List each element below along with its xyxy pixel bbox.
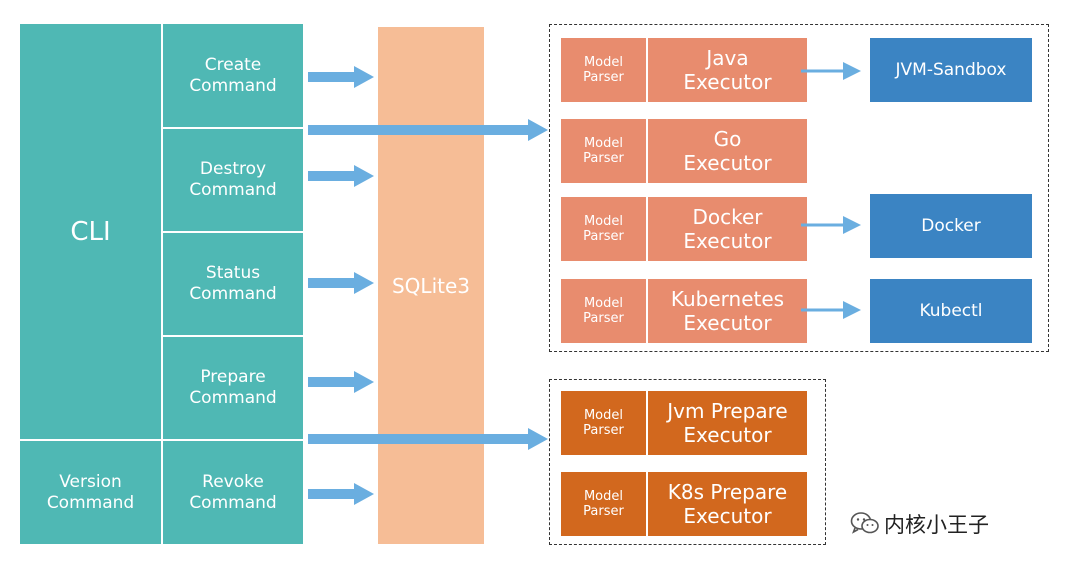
- create-command-label: Create Command: [189, 54, 277, 96]
- java-executor: Java Executor: [648, 38, 807, 102]
- docker-executor: Docker Executor: [648, 197, 807, 261]
- watermark: 内核小王子: [850, 508, 1065, 540]
- revoke-command: Revoke Command: [163, 441, 303, 544]
- arrow-create-to-sqlite: [308, 66, 374, 88]
- jvm-sandbox-target: JVM-Sandbox: [870, 38, 1032, 102]
- model-parser-go: Model Parser: [561, 119, 646, 183]
- arrow-prepare-to-sqlite: [308, 371, 374, 393]
- sqlite-label: SQLite3: [391, 273, 470, 298]
- jvm-prepare-executor: Jvm Prepare Executor: [648, 391, 807, 455]
- version-command: Version Command: [20, 441, 161, 544]
- kubernetes-executor: Kubernetes Executor: [648, 279, 807, 343]
- arrow-status-to-sqlite: [308, 272, 374, 294]
- status-command: Status Command: [163, 233, 303, 335]
- go-executor: Go Executor: [648, 119, 807, 183]
- arrow-to-prepare-group: [308, 428, 548, 450]
- revoke-command-label: Revoke Command: [189, 471, 277, 513]
- model-parser-jvm-prepare: Model Parser: [561, 391, 646, 455]
- wechat-icon: [850, 512, 879, 534]
- watermark-text: 内核小王子: [884, 513, 989, 537]
- model-parser-kubernetes: Model Parser: [561, 279, 646, 343]
- arrow-destroy-to-sqlite: [308, 165, 374, 187]
- destroy-command-label: Destroy Command: [189, 159, 277, 200]
- arrow-to-executor-group: [308, 119, 548, 141]
- kubectl-target: Kubectl: [870, 279, 1032, 343]
- prepare-executor-group: [549, 379, 826, 545]
- model-parser-k8s-prepare: Model Parser: [561, 472, 646, 536]
- model-parser-docker: Model Parser: [561, 197, 646, 261]
- k8s-prepare-executor: K8s Prepare Executor: [648, 472, 807, 536]
- prepare-command-label: Prepare Command: [189, 367, 277, 408]
- model-parser-java: Model Parser: [561, 38, 646, 102]
- cli-label: CLI: [70, 216, 111, 247]
- prepare-command: Prepare Command: [163, 337, 303, 439]
- docker-target: Docker: [870, 194, 1032, 258]
- status-command-label: Status Command: [189, 263, 277, 304]
- version-command-label: Version Command: [46, 471, 135, 513]
- sqlite-store: SQLite3: [378, 27, 484, 544]
- executor-group: [549, 24, 1049, 352]
- arrow-revoke-to-sqlite: [308, 483, 374, 505]
- destroy-command: Destroy Command: [163, 129, 303, 231]
- create-command: Create Command: [163, 24, 303, 127]
- cli-block: CLI: [20, 24, 161, 439]
